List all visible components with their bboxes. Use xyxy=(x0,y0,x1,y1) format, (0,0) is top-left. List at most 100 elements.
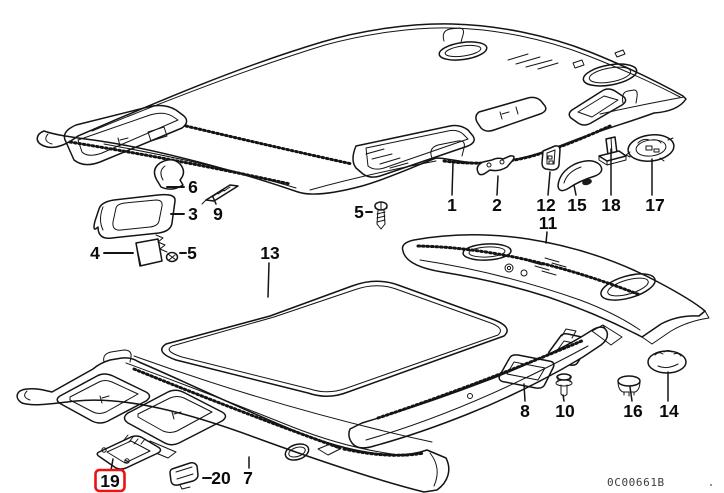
headliner-outline xyxy=(36,23,687,195)
callout-3[interactable]: 3 xyxy=(170,204,198,224)
clip-part-12 xyxy=(541,145,561,171)
cap14-scallops xyxy=(654,350,682,357)
crank-tab xyxy=(442,27,464,43)
callout-13-label: 13 xyxy=(260,243,280,263)
band7-paddle-line xyxy=(24,390,31,401)
band7-visor-recess-1 xyxy=(56,373,151,424)
callout-2-label: 2 xyxy=(492,195,502,215)
bracket-hole-a xyxy=(486,162,492,168)
front-crease-center xyxy=(309,160,437,191)
band7-plate xyxy=(317,443,341,456)
callout-6[interactable]: 6 xyxy=(166,177,198,197)
callout-2[interactable]: 2 xyxy=(492,175,502,215)
callout-7[interactable]: 7 xyxy=(243,456,253,488)
callouts: 1 2 3 4 5 5 6 7 xyxy=(90,148,679,493)
callout-12-label: 12 xyxy=(536,195,556,215)
grab-handle-trim-part-3 xyxy=(93,193,176,240)
callout-8[interactable]: 8 xyxy=(520,383,530,421)
band7-visor-recess-2 xyxy=(123,389,227,446)
rivet-stem xyxy=(560,384,568,395)
headliner-top-inner-line xyxy=(91,27,681,132)
leader-15 xyxy=(573,184,577,196)
band8-hatch xyxy=(376,338,586,420)
callout-19-label: 19 xyxy=(100,471,120,491)
callout-9[interactable]: 9 xyxy=(212,196,223,224)
shelf-speaker-left xyxy=(462,243,512,261)
shelf-hole-a2 xyxy=(506,265,512,271)
callout-14[interactable]: 14 xyxy=(659,371,679,421)
shelf-speaker-left-inner xyxy=(468,246,506,258)
band7-outline xyxy=(16,357,450,493)
screw-part-5-right xyxy=(374,201,388,230)
leader-1 xyxy=(451,162,454,196)
screw-collar xyxy=(374,207,388,211)
band7-visor-2-mark xyxy=(171,411,182,420)
trim-strip-part-9 xyxy=(201,184,239,205)
cover-part-4 xyxy=(135,238,163,267)
visor-clip-mark-left xyxy=(117,137,129,147)
rivet-head xyxy=(556,373,572,381)
shelf-hole-b xyxy=(520,269,528,277)
module-screw-b xyxy=(124,458,130,464)
handle-trim-end xyxy=(100,206,104,231)
shelf-lip xyxy=(419,259,641,331)
cap14-outline xyxy=(647,350,687,374)
callout-13[interactable]: 13 xyxy=(260,243,280,298)
band8-inner-line xyxy=(365,345,589,441)
bracket18-riser-line xyxy=(610,137,613,155)
sunroof-panel-part-13 xyxy=(161,280,508,397)
shelf-hole-a xyxy=(504,263,514,273)
callout-5-right[interactable]: 5 xyxy=(354,202,373,222)
callout-5-left-label: 5 xyxy=(187,243,197,263)
shelf-vent-slots xyxy=(527,257,574,276)
crank-opening xyxy=(438,41,488,61)
callout-1[interactable]: 1 xyxy=(447,162,457,215)
housing-detail-arcs xyxy=(637,138,662,144)
housing-center-slots xyxy=(645,145,660,153)
hook-cover-inner xyxy=(563,166,582,184)
clip20-inner xyxy=(175,466,194,480)
band7-curl-line xyxy=(429,452,438,487)
callout-1-label: 1 xyxy=(447,195,457,215)
maplight-opening-inner xyxy=(577,95,619,118)
band7-corner-tab xyxy=(103,349,132,363)
band8-hook xyxy=(467,393,473,399)
rear-shelf-trim-part-11 xyxy=(401,233,710,345)
callout-12[interactable]: 12 xyxy=(536,171,556,215)
band7-visor-recess-1-inner xyxy=(69,380,139,414)
callout-17[interactable]: 17 xyxy=(645,158,665,215)
opening-frame-line xyxy=(133,355,433,443)
callout-5-left[interactable]: 5 xyxy=(179,243,197,263)
callout-17-label: 17 xyxy=(645,195,664,215)
mirror-mount-hole xyxy=(284,443,310,461)
callout-10[interactable]: 10 xyxy=(555,394,575,421)
visor-recess-left-inner xyxy=(77,112,179,156)
shelf-hatch xyxy=(416,244,642,297)
band8-recess-inner xyxy=(506,361,546,381)
leader-8 xyxy=(523,383,526,402)
callout-15[interactable]: 15 xyxy=(567,184,587,215)
band7-visor-1-mark xyxy=(99,395,110,404)
callout-11[interactable]: 11 xyxy=(539,213,558,244)
dome-light-opening-inner xyxy=(588,66,632,84)
hook-cover-opening xyxy=(582,178,592,186)
callout-20[interactable]: 20 xyxy=(202,468,231,488)
housing-inner xyxy=(635,139,667,157)
maplight-opening xyxy=(568,88,627,126)
callout-7-label: 7 xyxy=(243,468,253,488)
housing-outer xyxy=(627,134,675,162)
mirror-mount-hole-inner xyxy=(288,446,306,458)
callout-19-highlighted[interactable]: 19 xyxy=(94,458,126,493)
band8-end-flap xyxy=(591,324,623,346)
callout-10-label: 10 xyxy=(555,401,575,421)
cap14-center xyxy=(657,363,679,369)
vent-slashes xyxy=(507,53,559,70)
leader-19 xyxy=(110,458,114,471)
callout-16-label: 16 xyxy=(623,401,643,421)
callout-16[interactable]: 16 xyxy=(623,386,643,421)
callout-18[interactable]: 18 xyxy=(601,148,621,215)
callout-4[interactable]: 4 xyxy=(90,243,134,263)
callout-18-label: 18 xyxy=(601,195,621,215)
rivet-flange xyxy=(555,379,573,387)
callout-15-label: 15 xyxy=(567,195,587,215)
